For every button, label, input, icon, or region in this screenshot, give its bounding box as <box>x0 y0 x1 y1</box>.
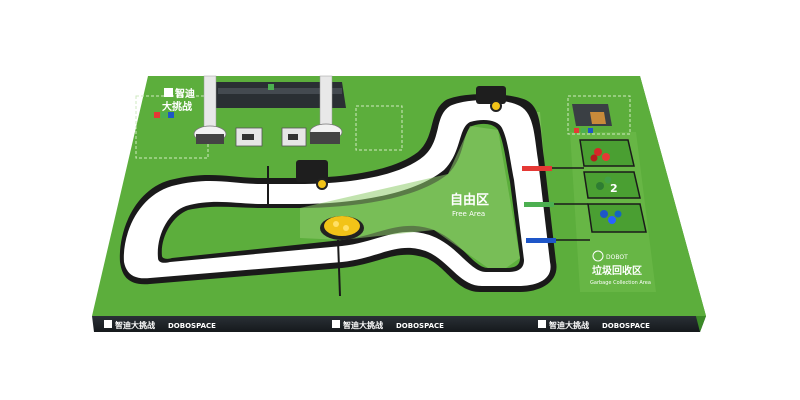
garbage-area-subtitle: Garbage Collection Area <box>590 280 651 286</box>
free-area-subtitle: Free Area <box>452 210 485 218</box>
robot-arm-left <box>193 75 227 144</box>
storage-rack <box>572 104 612 133</box>
strip-logo-icon-1 <box>104 320 112 328</box>
robot-car-middle <box>296 160 328 190</box>
free-area-title: 自由区 <box>450 192 489 208</box>
garbage-bin-blue <box>587 203 647 233</box>
blue-stop-stripe <box>526 238 556 243</box>
strip-brand-cn-1: 智迪大挑战 <box>115 320 155 330</box>
bin-number: 2 <box>610 182 618 195</box>
strip-brand-cn-3: 智迪大挑战 <box>549 320 589 330</box>
svg-text:DOBOT: DOBOT <box>606 254 628 261</box>
strip-logo-icon-2 <box>332 320 340 328</box>
strip-brand-en-3: DOBOSPACE <box>602 322 650 330</box>
strip-logo-icon-3 <box>538 320 546 328</box>
sensor-box-1 <box>235 127 263 147</box>
yellow-turntable <box>320 216 364 240</box>
robot-arm-right <box>309 75 343 144</box>
garbage-badge: DOBOT <box>592 250 628 262</box>
garbage-area-title: 垃圾回收区 <box>592 264 642 277</box>
garbage-bin-red <box>579 139 635 167</box>
red-stop-stripe <box>522 166 552 171</box>
sensor-box-2 <box>281 127 307 147</box>
strip-brand-cn-2: 智迪大挑战 <box>343 320 383 330</box>
color-cube-stack <box>154 112 174 118</box>
front-edge-strip <box>92 316 706 332</box>
workstation-dashed-box-2 <box>355 105 403 151</box>
green-stop-stripe <box>524 202 554 207</box>
strip-brand-en-2: DOBOSPACE <box>396 322 444 330</box>
garbage-bin-green <box>583 171 641 199</box>
storage-dashed-box <box>567 95 631 135</box>
brand-logo-icon <box>164 88 173 97</box>
brand-logo-text: 智迪 <box>175 87 195 100</box>
vertical-guide-line <box>337 239 341 297</box>
strip-brand-en-1: DOBOSPACE <box>168 322 216 330</box>
robot-car-top <box>476 86 506 112</box>
track-infield <box>161 123 520 268</box>
conveyor-belt <box>214 82 346 108</box>
brand-logo-subtext: 大挑战 <box>162 100 192 113</box>
